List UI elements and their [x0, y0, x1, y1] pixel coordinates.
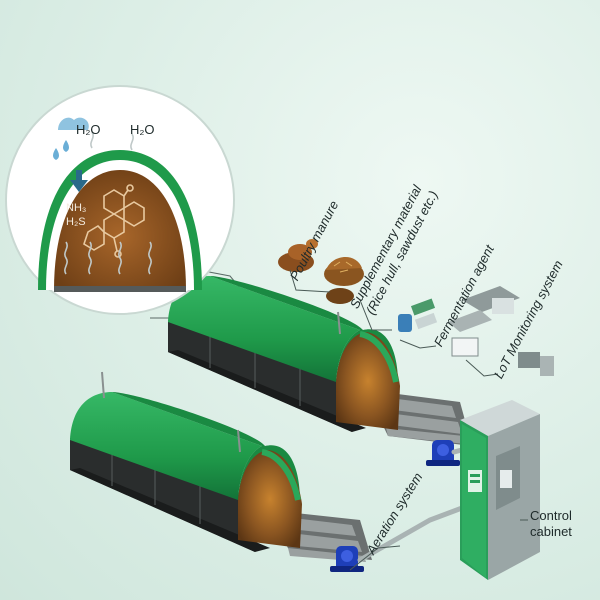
front-blower [330, 546, 364, 572]
water-drop-icon [53, 117, 89, 160]
inset-nh3: NH₃ [66, 202, 87, 214]
compost-detail-inset [5, 85, 235, 315]
poultry-manure-icon [278, 239, 318, 272]
iot-monitoring-icon [448, 286, 554, 376]
label-control-cabinet-line2: cabinet [530, 524, 572, 539]
label-leaders [289, 269, 528, 571]
fermentation-agent-icon [398, 298, 438, 332]
molecule-icon [83, 184, 145, 258]
back-tunnel [168, 251, 472, 466]
control-cabinet [460, 400, 540, 580]
gas-arrow-icon [70, 170, 88, 192]
inset-h2o-left: H₂O [76, 122, 101, 137]
label-control-cabinet-line1: Control [530, 508, 572, 523]
steam-icons [64, 131, 152, 275]
back-blower [426, 440, 460, 466]
inset-h2o-right: H₂O [130, 122, 155, 137]
inset-h2s: H₂S [66, 216, 86, 228]
supplementary-material-icon [324, 256, 364, 304]
front-tunnel [70, 371, 372, 572]
